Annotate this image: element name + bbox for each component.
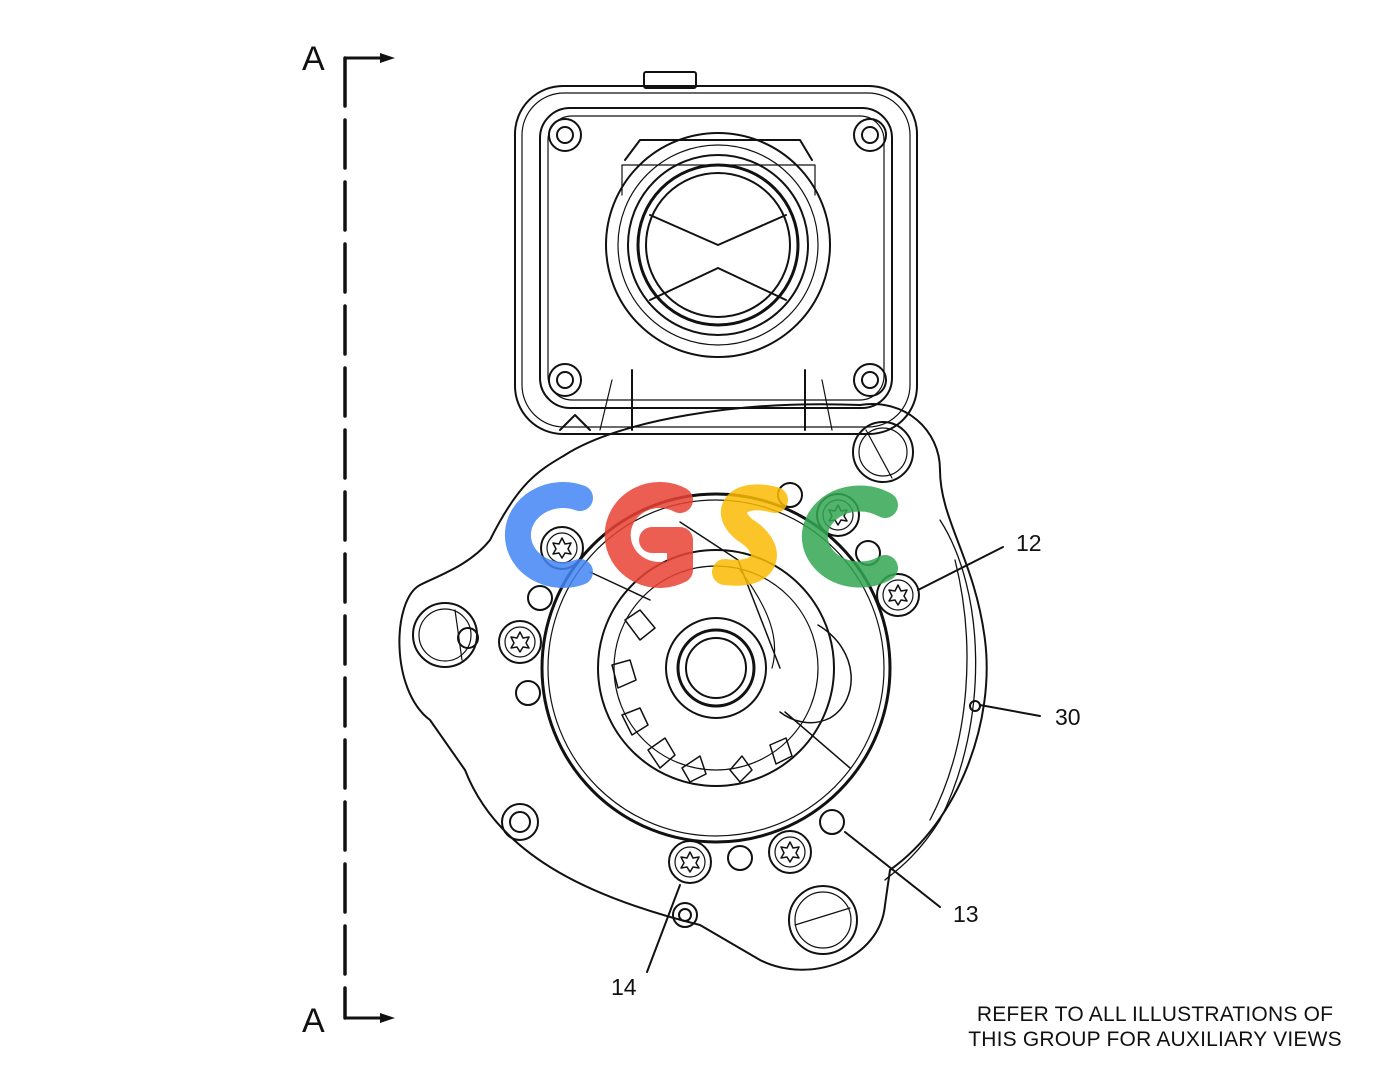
note-line-1: REFER TO ALL ILLUSTRATIONS OF — [976, 1003, 1334, 1026]
callout-12: 12 — [1016, 530, 1042, 556]
callout-14: 14 — [611, 974, 637, 1000]
torx-screw-icon — [876, 573, 920, 617]
section-line-a-a: A A — [302, 40, 395, 1040]
motor-body — [398, 403, 988, 971]
section-label-bottom: A — [302, 1002, 325, 1040]
note-line-2: THIS GROUP FOR AUXILIARY VIEWS — [968, 1028, 1342, 1051]
torx-screw-icon — [498, 620, 542, 664]
torx-screw-icon — [668, 840, 712, 884]
torx-screw-icon — [768, 830, 812, 874]
solenoid-housing — [514, 71, 918, 435]
cgsc-watermark — [504, 482, 898, 588]
callout-30: 30 — [1055, 704, 1081, 730]
auxiliary-views-note: REFER TO ALL ILLUSTRATIONS OF THIS GROUP… — [940, 1002, 1370, 1052]
leader-lines — [646, 546, 1041, 973]
callout-13: 13 — [953, 901, 979, 927]
section-label-top: A — [302, 40, 325, 78]
